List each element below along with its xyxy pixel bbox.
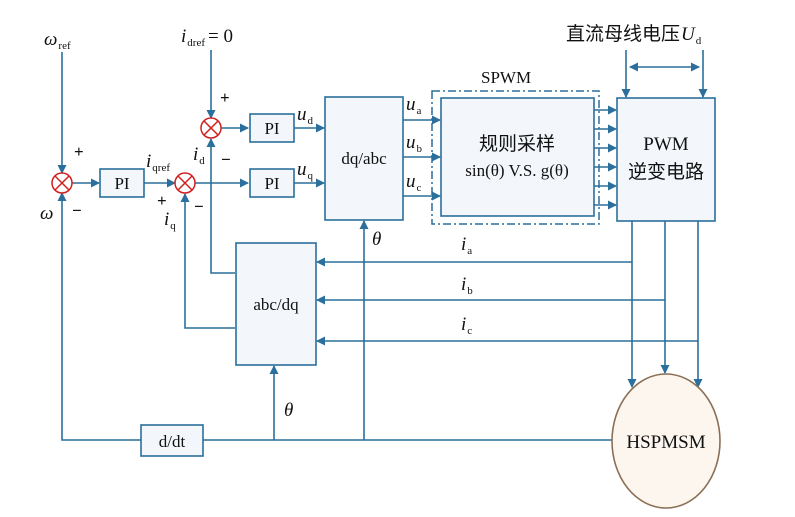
pi-q-label: PI — [264, 174, 279, 193]
label-uq: uq — [297, 159, 314, 182]
abc-dq-block: abc/dq — [235, 242, 317, 366]
label-omega-ref: ωref — [44, 29, 71, 52]
label-theta-abc-dq: θ — [284, 400, 293, 421]
label-theta-dq-abc: θ — [372, 229, 381, 250]
sampling-label-line1: 规则采样 — [479, 133, 555, 155]
pwm-label-line1: PWM — [643, 134, 689, 155]
label-uc: uc — [406, 171, 422, 194]
sign-speed-plus: + — [74, 142, 84, 161]
sign-speed-minus: − — [72, 201, 82, 220]
pi-d-block: PI — [249, 113, 295, 143]
dq-abc-label: dq/abc — [341, 149, 387, 168]
motor-label: HSPMSM — [626, 432, 705, 453]
pi-q-block: PI — [249, 168, 295, 198]
pwm-label-line2: 逆变电路 — [628, 161, 704, 183]
label-spwm: SPWM — [481, 68, 531, 87]
sign-id-plus: + — [220, 88, 230, 107]
wire-id-feedback — [206, 138, 235, 274]
label-iqref: iqref — [146, 151, 170, 174]
sum-id — [200, 117, 222, 139]
spwm-dashed-box — [431, 90, 600, 225]
wire-omega-feedback — [57, 192, 141, 441]
sampling-block: 规则采样 sin(θ) V.S. g(θ) — [440, 97, 595, 217]
sign-id-minus: − — [221, 150, 231, 169]
label-ia: ia — [461, 234, 472, 257]
label-id: id — [193, 144, 205, 167]
dq-abc-block: dq/abc — [324, 96, 404, 221]
label-ic: ic — [461, 314, 472, 337]
label-idref: idref= 0 — [181, 26, 233, 49]
ddt-block: d/dt — [140, 424, 204, 457]
pi-speed-label: PI — [114, 174, 129, 193]
wires — [57, 50, 708, 441]
pwm-inverter-block: PWM 逆变电路 — [616, 97, 716, 222]
ddt-label: d/dt — [159, 432, 186, 451]
label-ud: ud — [297, 104, 314, 127]
label-omega: ω — [40, 203, 53, 224]
motor: HSPMSM — [611, 373, 721, 509]
label-iq: iq — [164, 209, 176, 232]
sign-iq-plus: + — [157, 191, 167, 210]
sum-speed — [51, 172, 73, 194]
sum-iq — [174, 172, 196, 194]
label-ua: ua — [406, 94, 422, 117]
wire-iq-feedback — [180, 193, 235, 329]
pi-speed-block: PI — [99, 168, 145, 198]
label-dc-bus: 直流母线电压Ud — [566, 23, 702, 47]
label-ub: ub — [406, 132, 423, 155]
sampling-label-line2: sin(θ) V.S. g(θ) — [465, 161, 569, 180]
label-ib: ib — [461, 274, 473, 297]
pi-d-label: PI — [264, 119, 279, 138]
sign-iq-minus: − — [194, 197, 204, 216]
abc-dq-label: abc/dq — [253, 295, 299, 314]
